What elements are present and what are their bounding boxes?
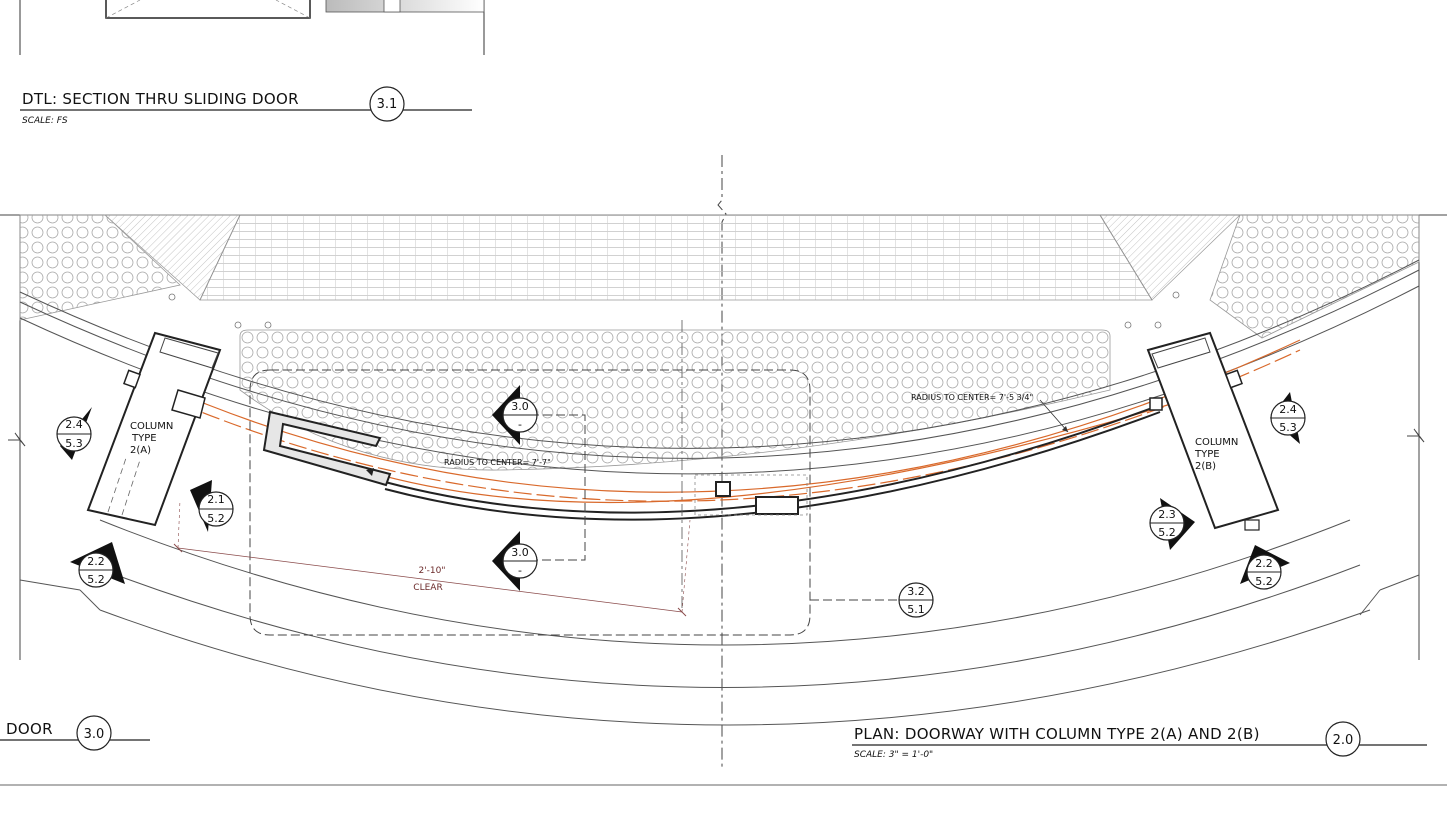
column-2b-line3: 2(B) [1195,461,1216,472]
plan-title-block: PLAN: DOORWAY WITH COLUMN TYPE 2(A) AND … [852,721,1427,760]
plan-scale: SCALE: 3" = 1'-0" [854,750,933,760]
left-title-block: DOOR 3.0 [0,715,150,751]
callout-2.2-5.2-right: 2.2 5.2 [1240,545,1290,590]
callout-bottom: - [518,564,522,577]
callout-bottom: 5.3 [65,437,83,450]
callout-2.2-5.2-left: 2.2 5.2 [70,542,125,588]
section-tag: 3.1 [377,97,398,112]
column-2a-line1: COLUMN [130,421,173,432]
callout-3.2-5.1: 3.2 5.1 [898,582,934,618]
callout-top: 3.0 [511,400,529,413]
callout-bottom: 5.3 [1279,421,1297,434]
column-2b-line1: COLUMN [1195,437,1238,448]
clear-dimension: 2'-10" [418,566,445,576]
left-tag: 3.0 [84,727,105,742]
plan-tag: 2.0 [1333,733,1354,748]
callout-bottom: 5.2 [1158,526,1176,539]
callout-bottom: 5.2 [87,573,105,586]
callout-top: 3.2 [907,585,925,598]
column-2a-line2: TYPE [131,433,157,444]
callout-top: 2.4 [1279,403,1297,416]
column-2b-line2: TYPE [1194,449,1220,460]
callout-top: 2.3 [1158,508,1176,521]
section-tag-circle [369,86,405,122]
callout-2.3-5.2: 2.3 5.2 [1149,498,1195,550]
column-2a-line3: 2(A) [130,445,151,456]
callout-top: 2.2 [87,555,105,568]
radius-note-left: RADIUS TO CENTER= 7'-7" [444,458,551,467]
column-2b [1146,331,1280,531]
callout-top: 2.1 [207,493,225,506]
callout-bottom: 5.2 [207,512,225,525]
callout-top: 3.0 [511,546,529,559]
section-detail-fragment [19,0,485,55]
section-scale: SCALE: FS [22,116,68,126]
callout-bottom: 5.2 [1255,575,1273,588]
column-2a-label: COLUMN TYPE 2(A) [130,421,173,456]
section-title-block: DTL: SECTION THRU SLIDING DOOR SCALE: FS… [20,86,472,126]
callout-2.4-5.3-right: 2.4 5.3 [1270,392,1306,444]
callout-top: 2.4 [65,418,83,431]
callout-top: 2.2 [1255,557,1273,570]
left-title: DOOR [6,720,53,738]
callout-2.1-5.2: 2.1 5.2 [190,480,234,532]
section-title: DTL: SECTION THRU SLIDING DOOR [22,90,299,108]
column-2b-label: COLUMN TYPE 2(B) [1194,437,1238,472]
radius-note-right: RADIUS TO CENTER= 7'-5 3/4" [911,393,1033,402]
callout-3.0-lower: 3.0 - [492,531,538,591]
callout-2.4-5.3-left: 2.4 5.3 [56,407,92,460]
clear-label: CLEAR [413,583,442,593]
callout-bottom: 5.1 [907,603,925,616]
column-2a [86,331,222,527]
callout-3.0-upper: 3.0 - [492,385,538,445]
plan-title: PLAN: DOORWAY WITH COLUMN TYPE 2(A) AND … [854,725,1260,743]
callout-bottom: - [518,418,522,431]
plan-drawing [0,155,1447,786]
